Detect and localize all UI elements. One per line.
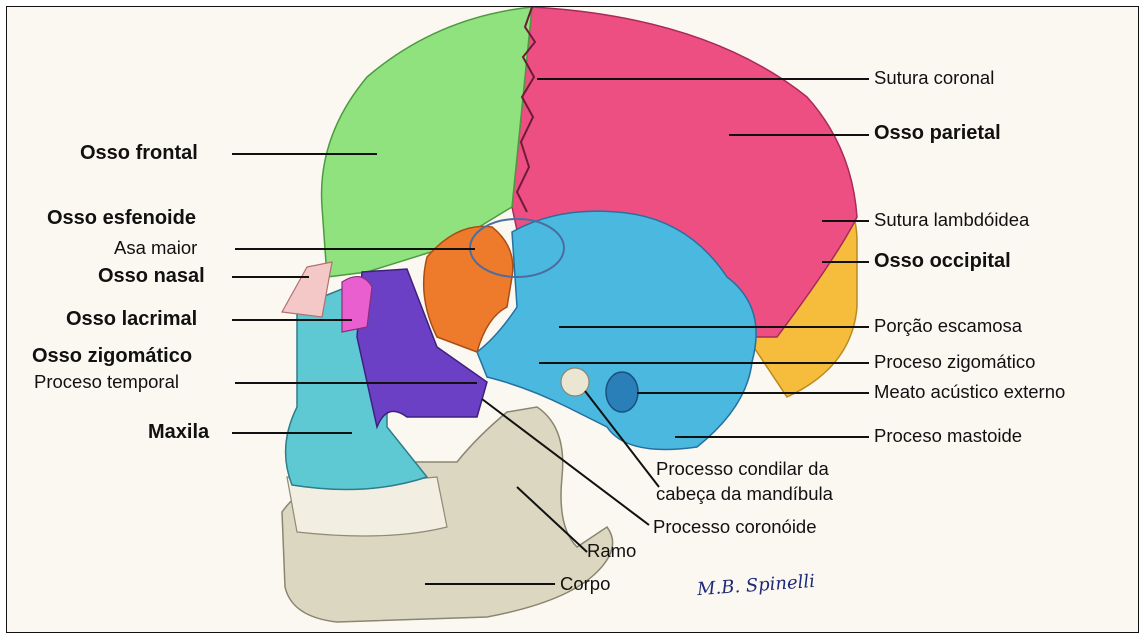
diagram-frame: Sutura coronal Osso parietal Sutura lamb… [6,6,1139,633]
label-processo-condilar-2: cabeça da mandíbula [656,484,833,504]
label-processo-coronoide: Processo coronóide [653,517,817,537]
label-porcao-escamosa: Porção escamosa [874,316,1022,336]
label-osso-frontal: Osso frontal [80,143,198,163]
label-osso-nasal: Osso nasal [98,266,205,286]
label-asa-maior: Asa maior [114,238,197,258]
label-corpo: Corpo [560,574,610,594]
label-osso-zigomatico: Osso zigomático [32,346,192,366]
label-osso-esfenoide: Osso esfenoide [47,208,196,228]
label-proceso-temporal: Proceso temporal [34,372,179,392]
label-osso-lacrimal: Osso lacrimal [66,309,197,329]
label-processo-condilar-1: Processo condilar da [656,459,829,479]
label-ramo: Ramo [587,541,636,561]
label-osso-parietal: Osso parietal [874,123,1001,143]
label-proceso-mastoide: Proceso mastoide [874,426,1022,446]
external-acoustic-meatus [606,372,638,412]
label-meato-acustico-externo: Meato acústico externo [874,382,1065,402]
lacrimal-bone [342,277,372,332]
label-proceso-zigomatico: Proceso zigomático [874,352,1035,372]
label-sutura-coronal: Sutura coronal [874,68,994,88]
label-sutura-lambdoidea: Sutura lambdóidea [874,210,1029,230]
label-maxila: Maxila [148,422,209,442]
label-osso-occipital: Osso occipital [874,251,1011,271]
